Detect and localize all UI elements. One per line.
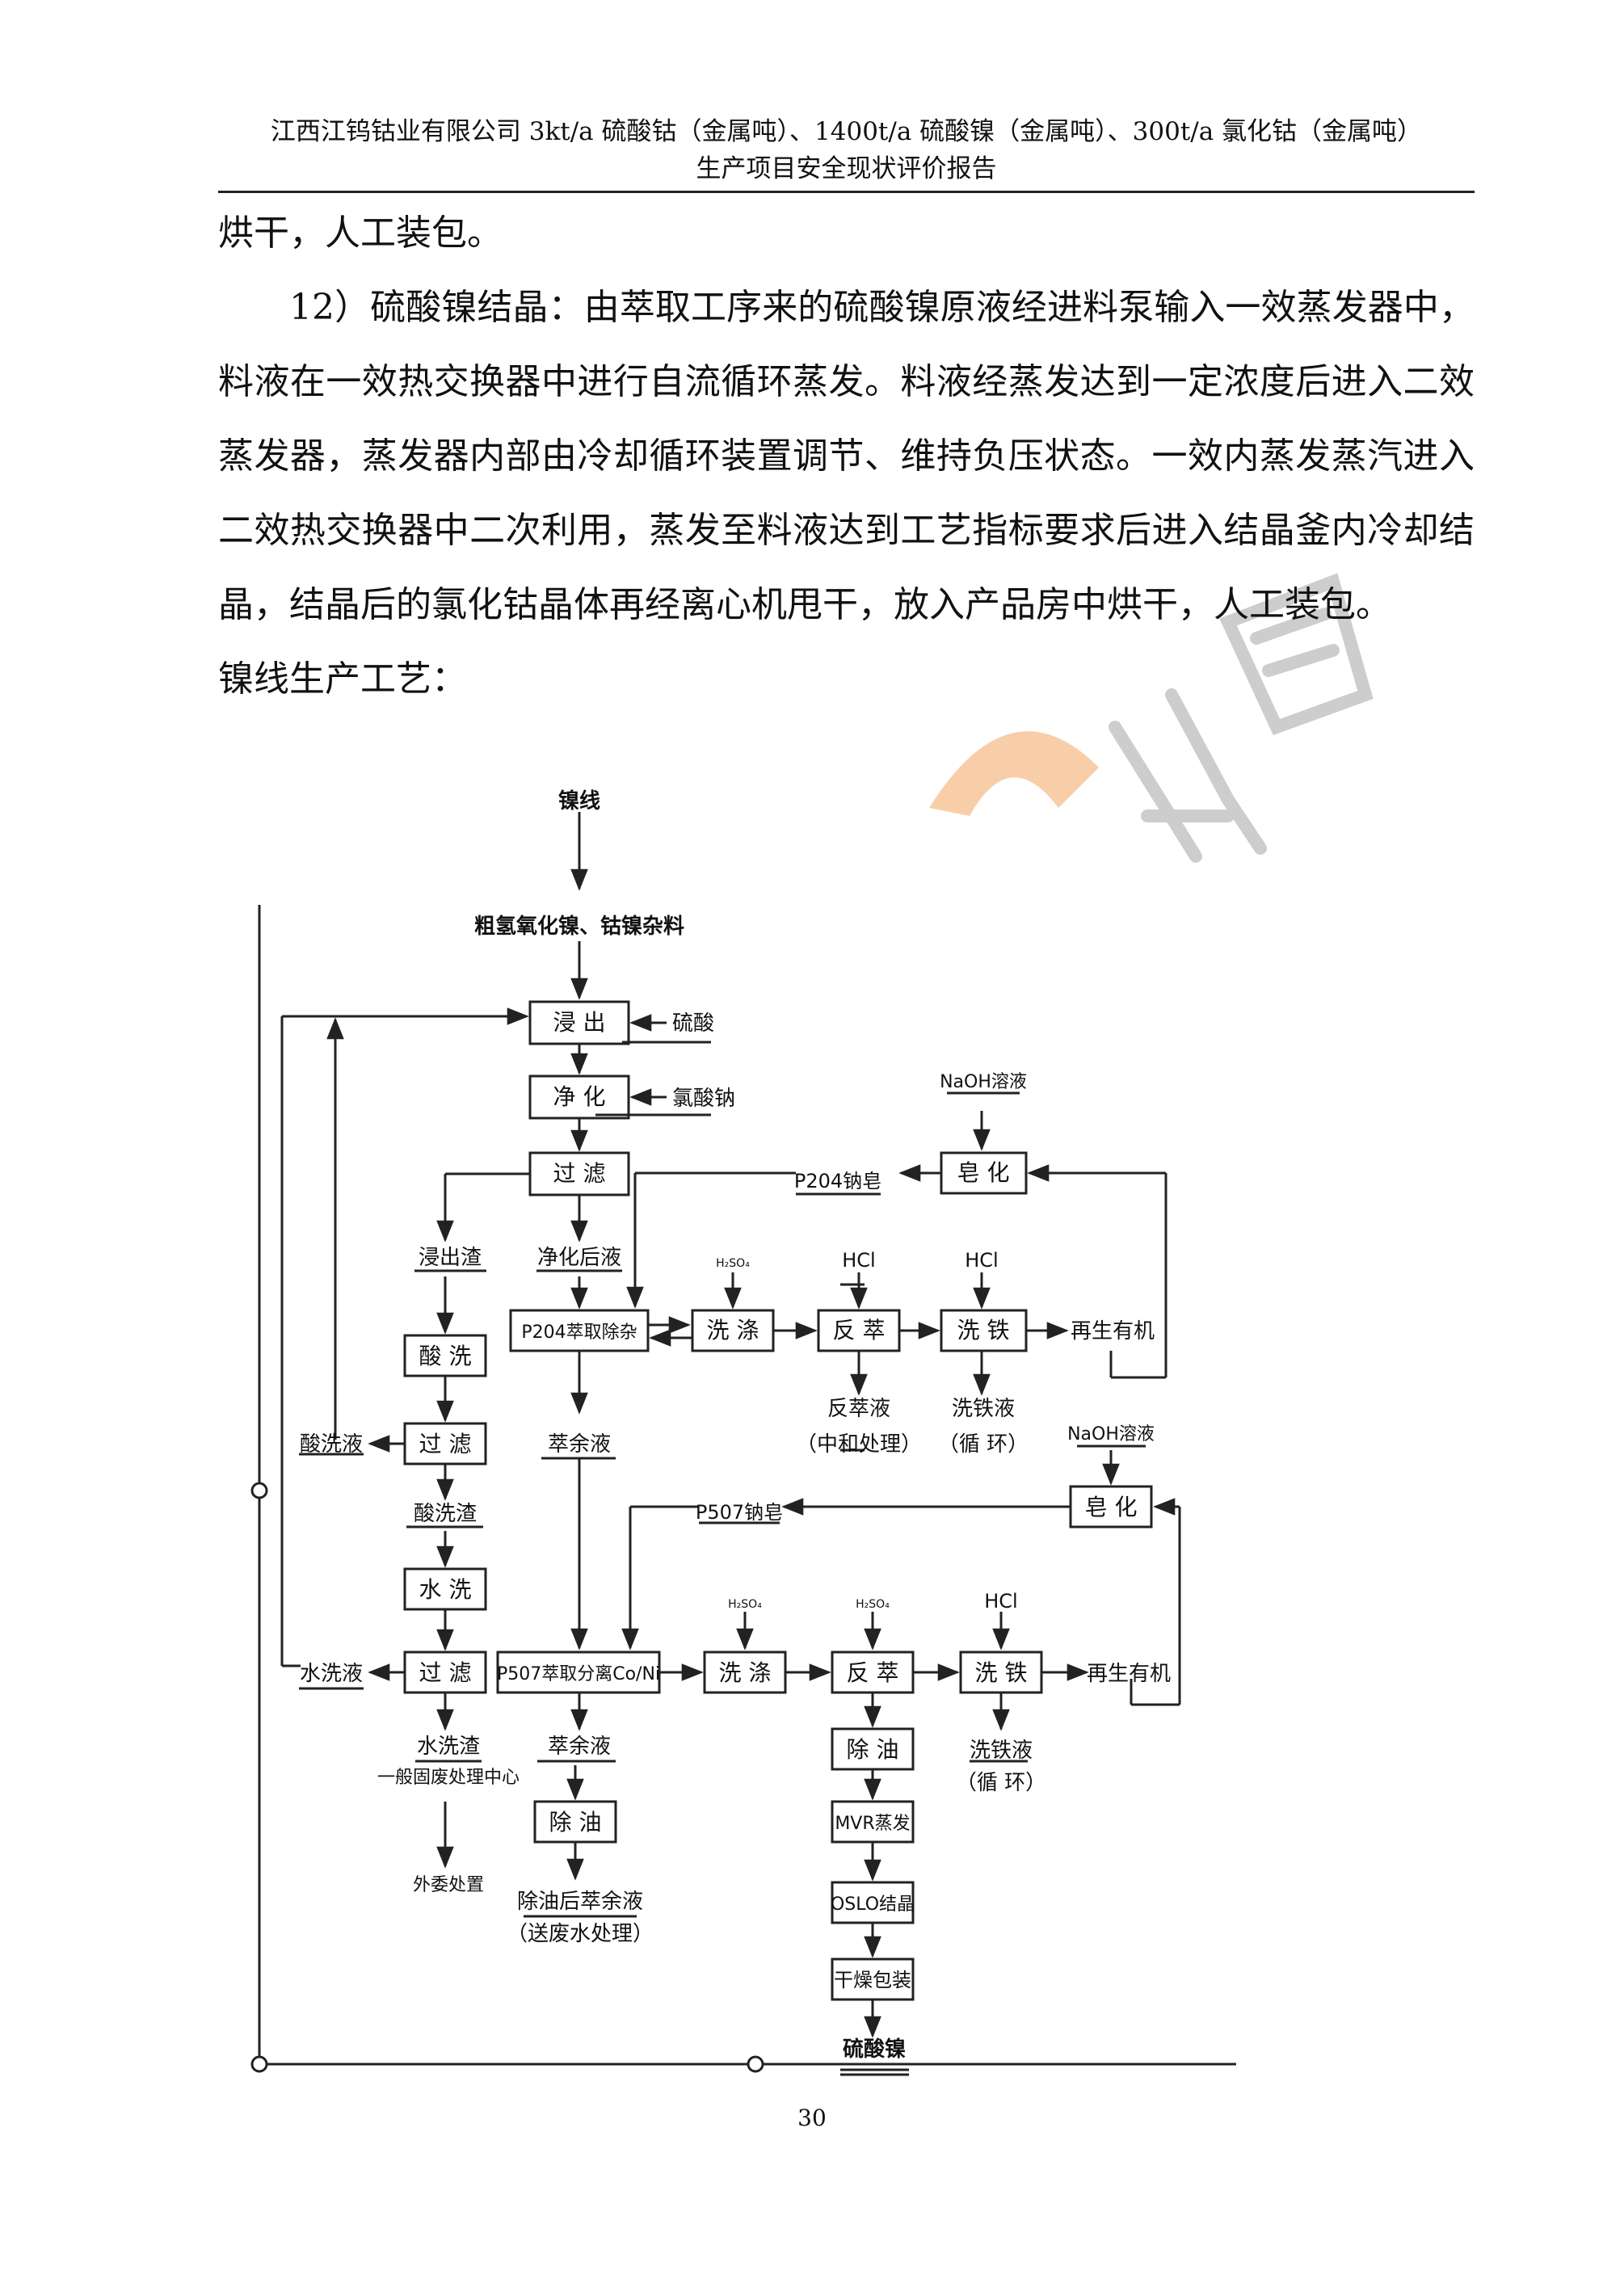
box-wash-2: 洗 涤 [719,1659,772,1686]
box-p204-extract: P204萃取除杂 [521,1323,637,1343]
paragraph-1: 烘干，人工装包。 [218,212,503,254]
label-purified-liquor: 净化后液 [537,1246,621,1270]
box-strip-1: 反 萃 [833,1317,886,1344]
box-filter-2: 过 滤 [419,1431,472,1457]
label-hcl-1: HCl [842,1249,875,1272]
label-sulfuric-acid: 硫酸 [672,1011,714,1036]
label-naoh-2: NaOH溶液 [1067,1424,1155,1444]
box-filter-1: 过 滤 [553,1160,606,1187]
label-iron-wash-liquor-1: 洗铁液 [952,1397,1015,1421]
label-recycle-1: （循 环） [938,1432,1029,1457]
box-leach: 浸 出 [553,1009,606,1036]
label-acid-wash-liquor: 酸洗液 [300,1432,363,1457]
label-to-wastewater: （送废水处理） [507,1922,654,1946]
label-leach-residue: 浸出渣 [419,1246,482,1270]
label-water-wash-residue: 水洗渣 [417,1735,480,1759]
box-iron-wash-1: 洗 铁 [957,1317,1010,1344]
box-iron-wash-2: 洗 铁 [975,1659,1028,1686]
box-wash-1: 洗 涤 [707,1317,759,1344]
box-saponify-2: 皂 化 [1085,1494,1138,1520]
label-recycle-2: （循 环） [956,1771,1046,1795]
label-p507-soap: P507钠皂 [696,1501,783,1524]
box-oil-removal-1: 除 油 [549,1809,602,1836]
box-strip-2: 反 萃 [847,1659,899,1686]
label-outsourced-disposal: 外委处置 [413,1875,484,1895]
box-filter-3: 过 滤 [419,1659,472,1686]
label-water-wash-liquor: 水洗液 [300,1662,363,1686]
label-general-solid-waste: 一般固废处理中心 [377,1768,520,1788]
label-naoh-1: NaOH溶液 [940,1072,1027,1092]
label-h2so4-2: H₂SO₄ [728,1598,762,1611]
label-neutralize: （中和处理） [796,1432,922,1457]
box-p507-extract: P507萃取分离Co/Ni [497,1664,660,1684]
header-line-2: 生产项目安全现状评价报告 [696,154,997,183]
label-nickel-line: 镍线 [558,789,600,814]
label-raffinate-1: 萃余液 [548,1432,611,1457]
label-product: 硫酸镍 [843,2037,906,2062]
box-acid-wash: 酸 洗 [419,1343,472,1369]
header-divider [218,191,1475,193]
box-saponify-1: 皂 化 [957,1159,1010,1186]
box-oil-removal-2: 除 油 [847,1736,899,1763]
label-p204-soap: P204钠皂 [794,1170,881,1192]
label-hcl-2: HCl [965,1249,998,1272]
flow-section-title: 镍线生产工艺： [218,658,467,700]
label-hcl-3: HCl [984,1590,1017,1613]
box-oslo: OSLO结晶 [831,1894,915,1915]
label-strip-liquor: 反萃液 [827,1397,890,1421]
header-line-1: 江西江钨钴业有限公司 3kt/a 硫酸钴（金属吨）、1400t/a 硫酸镍（金属… [270,117,1423,146]
box-water-wash: 水 洗 [419,1576,472,1603]
label-h2so4-3: H₂SO₄ [856,1598,890,1611]
box-dry-pack: 干燥包装 [834,1969,911,1991]
label-sodium-chlorate: 氯酸钠 [672,1087,735,1111]
label-raw-material: 粗氢氧化镍、钴镍杂料 [474,914,684,939]
page-number: 30 [797,2105,827,2131]
label-deoiled-raffinate: 除油后萃余液 [517,1890,643,1914]
document-header: 江西江钨钴业有限公司 3kt/a 硫酸钴（金属吨）、1400t/a 硫酸镍（金属… [218,113,1475,187]
box-mvr: MVR蒸发 [835,1814,910,1834]
label-regen-organic-1: 再生有机 [1071,1319,1155,1344]
label-acid-wash-residue: 酸洗渣 [414,1502,477,1526]
label-iron-wash-liquor-2: 洗铁液 [970,1739,1033,1763]
label-h2so4-1: H₂SO₄ [716,1257,750,1270]
paragraph-2: 12）硫酸镍结晶：由萃取工序来的硫酸镍原液经进料泵输入一效蒸发器中，料液在一效热… [218,287,1475,625]
label-regen-organic-2: 再生有机 [1087,1662,1171,1686]
label-raffinate-2: 萃余液 [548,1735,611,1759]
box-purify: 净 化 [553,1083,606,1110]
